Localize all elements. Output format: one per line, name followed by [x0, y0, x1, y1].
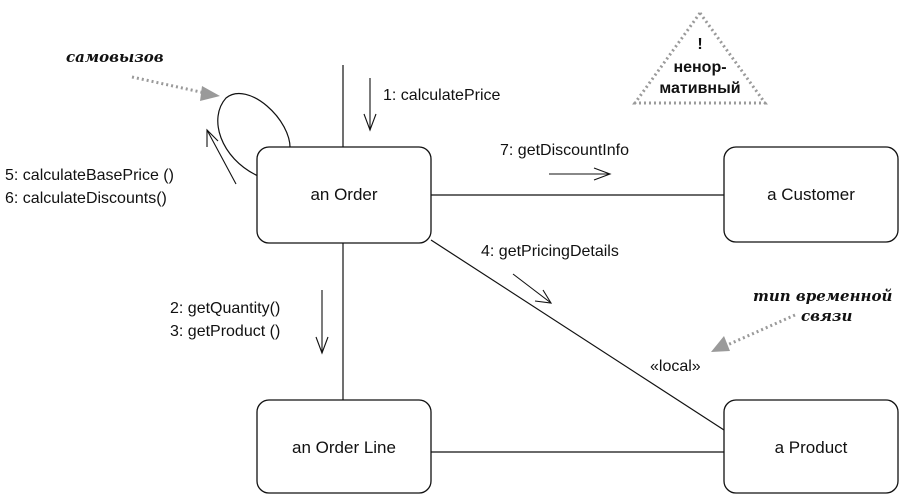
- message-6-label: 6: calculateDiscounts(): [5, 190, 167, 207]
- node-product-label: a Product: [775, 438, 848, 457]
- arrow-m7: [549, 167, 612, 181]
- node-order-line-label: an Order Line: [292, 438, 396, 457]
- warning-line1: ненор-: [673, 59, 726, 76]
- message-3-label: 3: getProduct (): [170, 323, 280, 340]
- warning-triangle-icon: ! ненор- мативный: [632, 10, 768, 105]
- node-product: a Product: [723, 399, 899, 494]
- message-1-label: 1: calculatePrice: [383, 87, 500, 104]
- arrow-m1: [363, 78, 377, 132]
- note-link-type-line1: тип временной: [753, 287, 892, 305]
- message-7-label: 7: getDiscountInfo: [500, 142, 629, 159]
- arrow-m2-m3: [315, 290, 329, 355]
- message-5-label: 5: calculateBasePrice (): [5, 167, 174, 184]
- arrow-m5-m6: [206, 128, 237, 185]
- node-customer-label: a Customer: [767, 185, 855, 204]
- message-4-label: 4: getPricingDetails: [481, 243, 619, 260]
- warning-mark: !: [697, 36, 702, 53]
- node-order-label: an Order: [310, 185, 377, 204]
- node-order: an Order: [256, 146, 432, 244]
- arrow-m4: [512, 273, 553, 304]
- link-order-product: [430, 239, 725, 431]
- self-call-loop: [217, 92, 291, 177]
- note-self-call-arrow: [131, 75, 220, 101]
- note-self-call: самовызов: [66, 48, 164, 66]
- stereotype-local-label: «local»: [650, 358, 701, 375]
- note-link-type-line2: связи: [801, 307, 852, 325]
- warning-line2: мативный: [659, 80, 740, 97]
- node-order-line: an Order Line: [256, 399, 432, 494]
- note-link-type-arrow: [711, 313, 796, 352]
- message-2-label: 2: getQuantity(): [170, 300, 280, 317]
- node-customer: a Customer: [723, 146, 899, 243]
